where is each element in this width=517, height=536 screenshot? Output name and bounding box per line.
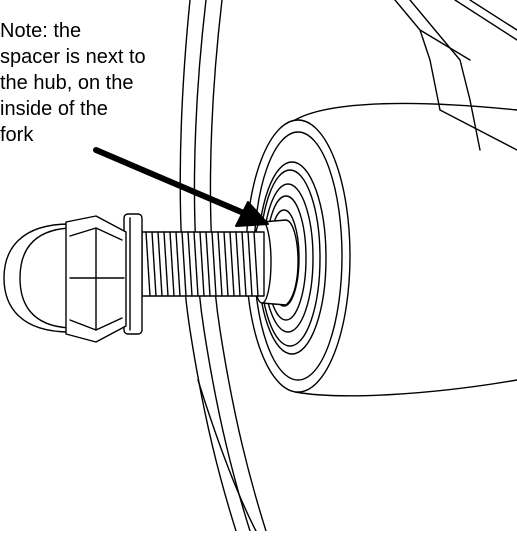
threaded-axle	[141, 231, 265, 297]
note-line: fork	[0, 124, 34, 146]
fork	[394, 0, 517, 151]
annotation-note: Note: the spacer is next to the hub, on …	[0, 18, 190, 148]
note-line: spacer is next to	[0, 46, 146, 68]
wheel-rim	[179, 0, 267, 532]
note-line: Note: the	[0, 20, 82, 42]
pointer-arrow	[93, 147, 269, 227]
note-line: the hub, on the	[0, 72, 134, 94]
acorn-nut	[3, 215, 127, 343]
note-line: inside of the	[0, 98, 108, 120]
